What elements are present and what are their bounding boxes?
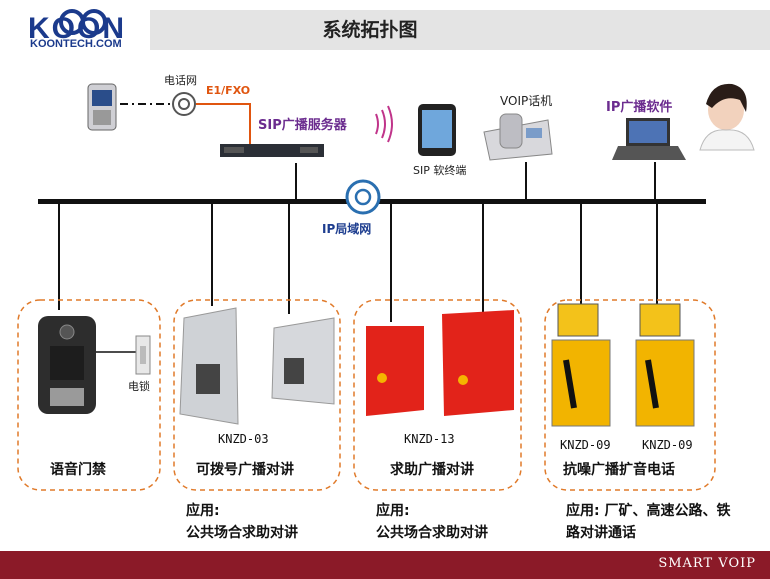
knzd-13-unit — [442, 310, 514, 416]
electric-lock-label: 电锁 — [128, 380, 150, 393]
footer-text: SMART VOIP — [658, 556, 756, 571]
group-name: 可拨号广播对讲 — [196, 462, 294, 478]
knzd-13-unit — [366, 326, 424, 416]
voip-phone-icon — [483, 113, 553, 161]
model-label: KNZD-09 — [642, 438, 693, 452]
lan-label: IP局域网 — [322, 222, 372, 236]
sip-softphone-label: SIP 软终端 — [413, 164, 467, 177]
phone-network-label: 电话网 — [164, 74, 197, 87]
pstn-icon — [172, 92, 196, 116]
e1-fxo-label: E1/FXO — [206, 84, 251, 97]
e1-link — [196, 103, 251, 144]
voip-phone-label: VOIP话机 — [500, 94, 553, 108]
application-body: 公共场合求助对讲 — [186, 525, 298, 541]
application-text: 应用: 公共场合求助对讲 — [186, 500, 298, 544]
knzd-03-unit — [271, 317, 335, 405]
model-label: KNZD-09 — [560, 438, 611, 452]
group-name: 求助广播对讲 — [390, 462, 474, 478]
application-text: 应用: 厂矿、高速公路、铁路对讲通话 — [566, 503, 731, 541]
operator-avatar — [699, 83, 755, 151]
knzd-09-unit — [551, 303, 611, 427]
page-title: 系统拓扑图 — [322, 19, 418, 41]
model-label: KNZD-13 — [404, 432, 455, 446]
laptop-icon — [612, 118, 686, 160]
knzd-09-unit — [635, 303, 695, 427]
title-bar — [150, 10, 770, 50]
application-heading: 应用: — [186, 503, 220, 519]
application-text: 应用: 公共场合求助对讲 — [376, 500, 488, 544]
logo-subtext: KOONTECH.COM — [30, 38, 122, 50]
sip-server-label: SIP广播服务器 — [258, 118, 347, 133]
lan-hub-icon — [345, 179, 381, 215]
wireless-icon — [375, 105, 393, 143]
logo-mark — [59, 9, 107, 35]
company-logo — [10, 6, 145, 50]
footer-bar — [0, 551, 770, 579]
logo-text: KOON — [28, 12, 126, 45]
group-box-help — [353, 299, 522, 491]
group-box-noise — [544, 299, 716, 491]
knzd-03-unit — [179, 307, 239, 425]
electric-lock-icon — [135, 335, 151, 375]
door-access-panel — [38, 316, 96, 414]
model-label: KNZD-03 — [218, 432, 269, 446]
application-body: 公共场合求助对讲 — [376, 525, 488, 541]
smartphone-icon — [418, 104, 456, 156]
application-heading: 应用: — [376, 503, 410, 519]
group-name: 抗噪广播扩音电话 — [563, 462, 675, 478]
sip-server-icon — [220, 144, 324, 157]
ip-software-label: IP广播软件 — [606, 100, 673, 115]
group-name: 语音门禁 — [50, 462, 106, 478]
group-box-door-access — [17, 299, 161, 491]
group-box-dialable — [173, 299, 341, 491]
mobile-phone-icon — [87, 83, 117, 131]
